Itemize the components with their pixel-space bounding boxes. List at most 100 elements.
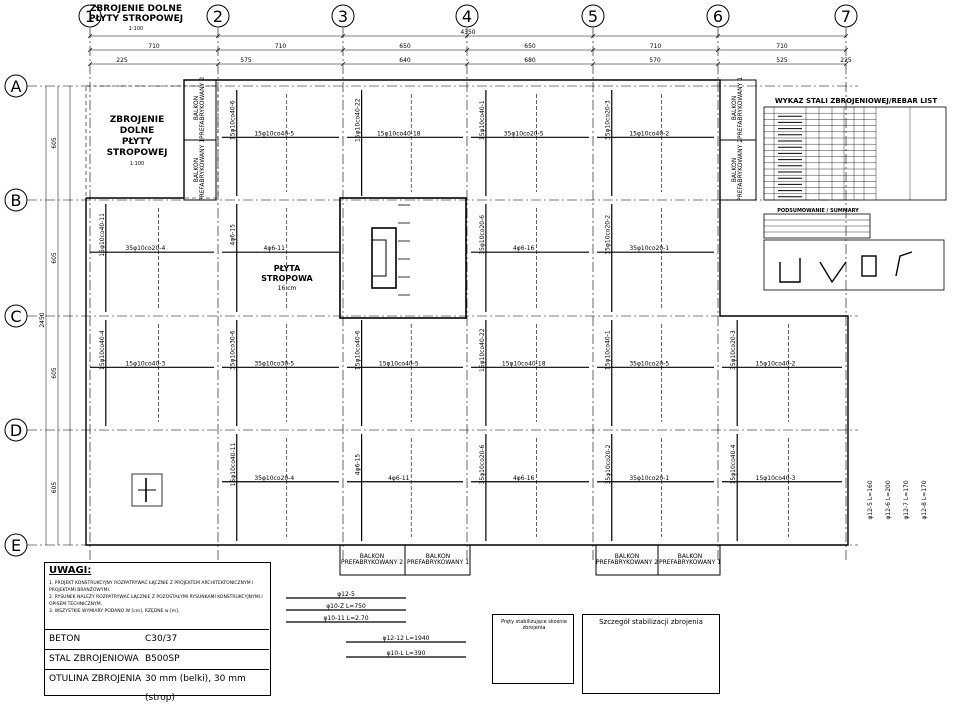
rebar-tag: 15φ10co40-18	[502, 360, 546, 367]
dim-subspan: 680	[524, 57, 536, 64]
bend-sketch	[861, 255, 877, 277]
balcony-label-type: PREFABRYKOWANY 2	[341, 559, 403, 566]
bar-callout: φ10-Z L=750	[326, 603, 366, 610]
rebar-tag: 35φ10co20-6	[479, 215, 486, 255]
axis-label-col-6: 6	[713, 7, 723, 26]
plan-title-scale: 1:100	[129, 161, 145, 167]
rebar-tag: 4φ6-11	[388, 475, 410, 482]
note-item: 3. WSZYSTKIE WYMIARY PODANO W [cm], RZĘD…	[49, 609, 180, 614]
rebar-tag: 15φ10co40-4	[730, 444, 737, 484]
dim-subspan: 575	[240, 57, 252, 64]
axis-label-row-C: C	[10, 307, 21, 326]
rebar-tag: 35φ10co20-2	[605, 215, 612, 255]
side-callout: φ12-8 L=170	[921, 480, 928, 519]
rebar-tag: 15φ10co40-3	[756, 475, 796, 482]
bar-callout: φ10-11 L=2.70	[323, 615, 368, 622]
rebar-tag: 35φ10co20-5	[629, 360, 669, 367]
rebar-tag: 15φ10co40-6	[230, 100, 237, 140]
notes-title: UWAGI:	[49, 565, 92, 576]
balcony-label: BALKON	[426, 553, 450, 560]
axis-label-col-3: 3	[338, 7, 348, 26]
rebar-summary-title: PODSUMOWANIE / SUMMARY	[777, 208, 859, 214]
section-marker	[131, 473, 163, 507]
axis-bubble-col-5	[581, 4, 605, 28]
dim-tick	[87, 47, 93, 53]
axis-label-col-5: 5	[588, 7, 598, 26]
rebar-tag: 35φ10co20-4	[254, 475, 294, 482]
dim-tick	[464, 47, 470, 53]
balcony-label: BALKON	[731, 158, 738, 182]
dim-subspan: 525	[776, 57, 788, 64]
rebar-tag: 15φ10co40-11	[230, 443, 237, 487]
rebar-tag: 35φ10co20-3	[730, 330, 737, 370]
slab-outline	[85, 79, 849, 576]
spec-value: B500SP	[145, 654, 180, 664]
bend-sketch	[819, 261, 847, 284]
plan-title: ZBROJENIE DOLNE PŁYTY STROPOWEJ 1:100	[92, 115, 182, 170]
dim-left-span: 605	[51, 252, 58, 264]
bar-callout: φ12-12 L=1940	[383, 635, 430, 642]
dim-tick	[340, 61, 346, 67]
note-item: 2. RYSUNEK NALEŻY ROZPATRYWAĆ ŁĄCZNIE Z …	[49, 595, 263, 607]
stair-shape	[371, 227, 397, 289]
dim-tick	[464, 33, 470, 39]
rebar-tag: 4φ6-15	[355, 454, 362, 476]
slab-name: PŁYTA STROPOWA	[261, 264, 313, 283]
balcony-label: BALKON	[731, 96, 738, 120]
side-callout: φ12-5 L=160	[867, 480, 874, 519]
balcony-label: BALKON	[193, 158, 200, 182]
dim-subspan: 570	[649, 57, 661, 64]
rebar-tag: 15φ10co40-11	[99, 213, 106, 257]
axis-label-col-4: 4	[462, 7, 472, 26]
rebar-list-table	[763, 106, 947, 291]
axis-label-row-E: E	[11, 536, 21, 555]
dim-span: 710	[148, 43, 160, 50]
stabilizing-bars-title: Pręty stabilizujące skośnie zbrojenia	[501, 619, 567, 631]
dim-tick	[590, 33, 596, 39]
notes-list: 1. PROJEKT KONSTRUKCYJNY ROZPATRYWAĆ ŁĄC…	[49, 580, 264, 615]
spec-row-steel: STAL ZBROJENIOWA B500SP	[45, 649, 269, 669]
cantilever-zone	[85, 85, 219, 199]
axis-label-row-A: A	[11, 77, 22, 96]
spec-row-cover: OTULINA ZBROJENIA 30 mm (belki), 30 mm (…	[45, 669, 269, 703]
dim-subspan: 225	[116, 57, 128, 64]
rebar-list-title: WYKAZ STALI ZBROJENIOWEJ/REBAR LIST	[774, 97, 938, 105]
rebar-tag: 15φ10co40-2	[629, 130, 669, 137]
rebar-tag: 35φ10co20-2	[605, 444, 612, 484]
rebar-tag: 15φ10co40-3	[125, 360, 165, 367]
dim-tick	[715, 61, 721, 67]
axis-label-col-1: 1	[85, 7, 95, 26]
rebar-table-border	[763, 106, 947, 201]
spec-value: 30 mm (belki), 30 mm (strop)	[145, 674, 246, 703]
notes-box: UWAGI: 1. PROJEKT KONSTRUKCYJNY ROZPATRY…	[44, 562, 271, 703]
rebar-tag: 15φ10co40-1	[479, 100, 486, 140]
note-item: 1. PROJEKT KONSTRUKCYJNY ROZPATRYWAĆ ŁĄC…	[49, 581, 254, 593]
axis-label-row-D: D	[10, 421, 22, 440]
rebar-tag: 35φ10co30-6	[230, 330, 237, 370]
dim-span: 710	[776, 43, 788, 50]
dim-tick	[715, 33, 721, 39]
stair-step	[372, 239, 387, 277]
dim-tick	[340, 33, 346, 39]
plan-title-line1: ZBROJENIE DOLNE	[109, 115, 165, 136]
dim-tick	[843, 33, 849, 39]
axis-label-row-B: B	[11, 191, 22, 210]
dim-left-span: 605	[51, 137, 58, 149]
rebar-tag: 35φ10co30-5	[254, 360, 294, 367]
stair-opening	[339, 197, 467, 319]
dim-left-span: 605	[51, 367, 58, 379]
plan-title-line2: PŁYTY STROPOWEJ	[106, 137, 168, 158]
dim-span: 650	[399, 43, 411, 50]
bend-sketch	[895, 251, 913, 277]
dim-tick	[590, 61, 596, 67]
dim-tick	[590, 47, 596, 53]
dim-left-span: 605	[51, 482, 58, 494]
axis-bubble-col-2	[206, 4, 230, 28]
balcony-label-type: PREFABRYKOWANY 1	[199, 139, 206, 201]
dim-tick	[843, 47, 849, 53]
spec-label: OTULINA ZBROJENIA	[49, 674, 142, 684]
rebar-tag: 4φ6-11	[264, 245, 286, 252]
balcony-label: BALKON	[615, 553, 639, 560]
